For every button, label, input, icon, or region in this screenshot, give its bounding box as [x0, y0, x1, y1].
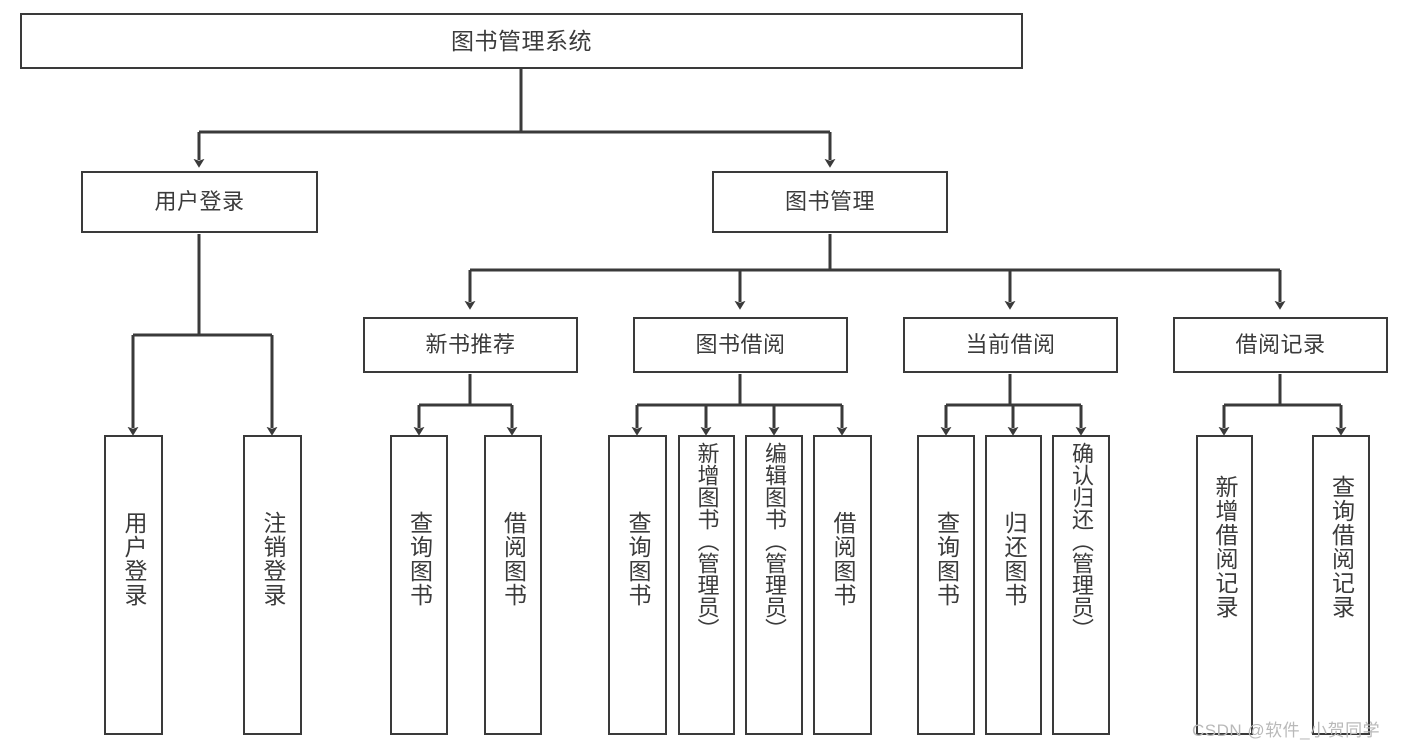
leaf-logout-label: 注销登录 [260, 511, 286, 607]
leaf-borrow-book-1[interactable]: 借阅图书 [484, 435, 542, 735]
leaf-add-book[interactable]: 新增图书（管理员） [678, 435, 735, 735]
node-book-management-label: 图书管理 [784, 189, 875, 215]
leaf-confirm-return-label: 确认归还（管理员） [1069, 442, 1094, 640]
leaf-query-book-1-label: 查询图书 [406, 511, 433, 607]
leaf-user-login-label: 用户登录 [121, 511, 147, 607]
leaf-add-book-label: 新增图书（管理员） [694, 442, 720, 640]
leaf-query-record[interactable]: 查询借阅记录 [1312, 435, 1370, 735]
node-root[interactable]: 图书管理系统 [20, 13, 1023, 69]
node-root-label: 图书管理系统 [451, 27, 592, 54]
node-book-borrow-label: 图书借阅 [695, 332, 786, 358]
node-new-book-recommend-label: 新书推荐 [425, 332, 516, 358]
leaf-borrow-book-1-label: 借阅图书 [500, 511, 527, 607]
node-book-management[interactable]: 图书管理 [712, 171, 948, 233]
node-user-login[interactable]: 用户登录 [81, 171, 318, 233]
leaf-borrow-book-2[interactable]: 借阅图书 [813, 435, 872, 735]
leaf-user-login[interactable]: 用户登录 [104, 435, 163, 735]
csdn-watermark: CSDN @软件_小贺同学 [1192, 721, 1381, 740]
leaf-query-book-2[interactable]: 查询图书 [608, 435, 667, 735]
leaf-query-book-3-label: 查询图书 [933, 511, 960, 607]
leaf-edit-book-label: 编辑图书（管理员） [762, 442, 787, 640]
node-new-book-recommend[interactable]: 新书推荐 [363, 317, 578, 373]
node-user-login-label: 用户登录 [154, 189, 245, 215]
node-current-borrow-label: 当前借阅 [965, 332, 1056, 358]
node-borrow-record[interactable]: 借阅记录 [1173, 317, 1388, 373]
node-book-borrow[interactable]: 图书借阅 [633, 317, 848, 373]
leaf-query-book-2-label: 查询图书 [625, 511, 651, 607]
leaf-return-book-label: 归还图书 [1001, 511, 1027, 607]
node-current-borrow[interactable]: 当前借阅 [903, 317, 1118, 373]
leaf-query-book-1[interactable]: 查询图书 [390, 435, 448, 735]
leaf-logout[interactable]: 注销登录 [243, 435, 302, 735]
leaf-return-book[interactable]: 归还图书 [985, 435, 1042, 735]
leaf-query-book-3[interactable]: 查询图书 [917, 435, 975, 735]
leaf-confirm-return[interactable]: 确认归还（管理员） [1052, 435, 1110, 735]
node-borrow-record-label: 借阅记录 [1235, 332, 1326, 358]
leaf-add-record-label: 新增借阅记录 [1212, 475, 1238, 619]
leaf-query-record-label: 查询借阅记录 [1328, 475, 1355, 619]
leaf-add-record[interactable]: 新增借阅记录 [1196, 435, 1253, 735]
leaf-edit-book[interactable]: 编辑图书（管理员） [745, 435, 803, 735]
leaf-borrow-book-2-label: 借阅图书 [830, 511, 856, 607]
